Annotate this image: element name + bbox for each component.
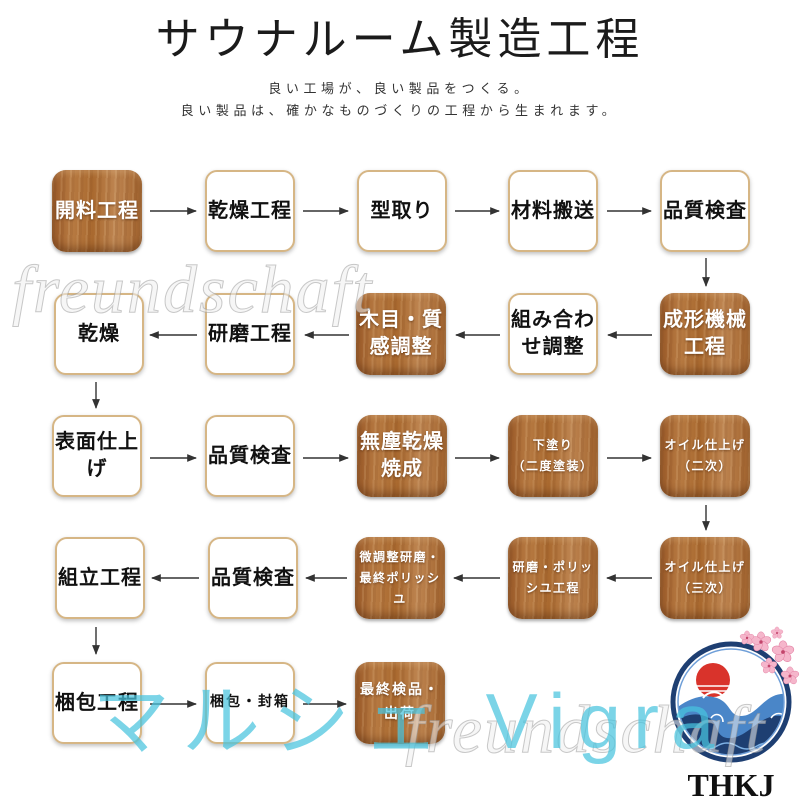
process-step-label: （二度塗装） bbox=[512, 459, 594, 473]
process-step-label: 工程 bbox=[684, 336, 726, 358]
process-step-label: 最終検品・ bbox=[360, 683, 440, 699]
process-step-label: 成形機械 bbox=[663, 309, 747, 331]
process-step-label: 組立工程 bbox=[58, 566, 142, 589]
process-step-10: 乾燥 bbox=[54, 293, 144, 375]
process-step-label: 梱包工程 bbox=[55, 691, 139, 714]
process-step-17: 研磨・ポリッ シユ工程 bbox=[508, 537, 598, 619]
process-step-label: 出荷 bbox=[384, 707, 416, 722]
process-step-label: シユ工程 bbox=[525, 581, 580, 595]
page-title: サウナルーム製造工程 bbox=[155, 15, 645, 64]
process-step-label: 型取り bbox=[370, 199, 434, 222]
process-step-label: 品質検査 bbox=[211, 566, 295, 589]
process-step-label: 無塵乾燥 bbox=[360, 431, 444, 453]
process-step-label: 開料工程 bbox=[55, 199, 139, 222]
process-step-11: 表面仕上 げ bbox=[52, 415, 142, 497]
process-step-16: オイル仕上げ （三次） bbox=[660, 537, 750, 619]
process-step-label: 下塗り bbox=[532, 438, 574, 452]
process-step-20: 組立工程 bbox=[55, 537, 145, 619]
process-step-label: 品質検査 bbox=[208, 444, 292, 467]
process-step-label: 微調整研磨・ bbox=[359, 549, 441, 564]
process-step-label: 表面仕上 bbox=[55, 431, 139, 453]
process-step-label: 材料搬送 bbox=[511, 199, 595, 222]
cherry-blossom-icon bbox=[770, 626, 784, 640]
tagline: 良い工場が、良い製品をつくる。 良い製品は、確かなものづくりの工程から生まれます… bbox=[0, 78, 800, 122]
process-step-14: 下塗り （二度塗装） bbox=[508, 415, 598, 497]
process-step-label: オイル仕上げ bbox=[664, 560, 746, 574]
tagline-line-1: 良い工場が、良い製品をつくる。 bbox=[268, 81, 532, 96]
process-step-label: 研磨・ポリッ bbox=[512, 560, 594, 574]
process-step-label: 乾燥工程 bbox=[208, 199, 292, 222]
process-step-13: 無塵乾燥 焼成 bbox=[357, 415, 447, 497]
process-step-label: ユ bbox=[393, 591, 407, 606]
process-step-label: げ bbox=[86, 458, 108, 480]
process-step-05: 品質検査 bbox=[660, 170, 750, 252]
process-step-23: 最終検品・ 出荷 bbox=[355, 662, 445, 744]
process-step-label: 焼成 bbox=[381, 458, 423, 480]
logo-text: THKJ bbox=[687, 767, 774, 800]
tagline-line-2: 良い製品は、確かなものづくりの工程から生まれます。 bbox=[180, 103, 620, 118]
process-step-label: 梱包・封箱 bbox=[210, 695, 290, 711]
process-step-21: 梱包工程 bbox=[52, 662, 142, 744]
process-step-12: 品質検査 bbox=[205, 415, 295, 497]
process-step-label: 感調整 bbox=[369, 336, 433, 358]
process-step-22: 梱包・封箱 bbox=[205, 662, 295, 744]
process-step-03: 型取り bbox=[357, 170, 447, 252]
process-step-09: 研磨工程 bbox=[205, 293, 295, 375]
process-step-15: オイル仕上げ （二次） bbox=[660, 415, 750, 497]
wave-icon bbox=[678, 690, 784, 755]
sun-icon bbox=[695, 663, 731, 697]
process-step-01: 開料工程 bbox=[52, 170, 142, 252]
process-step-04: 材料搬送 bbox=[508, 170, 598, 252]
process-step-label: 木目・質 bbox=[359, 309, 443, 331]
process-step-19: 品質検査 bbox=[208, 537, 298, 619]
process-step-label: 組み合わ bbox=[511, 309, 595, 331]
process-step-label: 乾燥 bbox=[78, 322, 120, 345]
process-step-02: 乾燥工程 bbox=[205, 170, 295, 252]
process-step-label: せ調整 bbox=[521, 336, 585, 358]
process-step-label: （三次） bbox=[677, 581, 732, 595]
process-step-label: （二次） bbox=[677, 459, 732, 473]
process-step-08: 木目・質 感調整 bbox=[356, 293, 446, 375]
thkj-logo: THKJ bbox=[670, 626, 800, 800]
process-step-label: 品質検査 bbox=[663, 199, 747, 222]
process-step-07: 組み合わ せ調整 bbox=[508, 293, 598, 375]
process-step-label: 研磨工程 bbox=[208, 322, 292, 345]
process-step-18: 微調整研磨・ 最終ポリッシ ユ bbox=[355, 537, 445, 619]
process-step-label: オイル仕上げ bbox=[664, 438, 746, 452]
process-step-label: 最終ポリッシ bbox=[359, 570, 441, 585]
process-step-06: 成形機械 工程 bbox=[660, 293, 750, 375]
